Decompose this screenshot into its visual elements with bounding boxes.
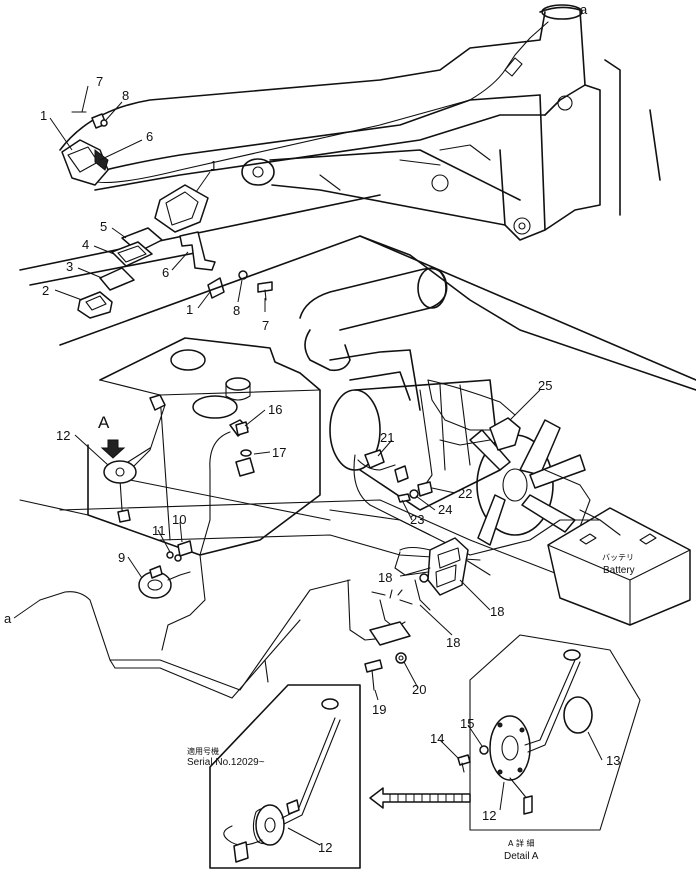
callout-17: 17 [272,445,286,460]
wire-harness-top [84,21,549,184]
relay-box [394,537,491,611]
bolt-19-washer-20 [364,652,407,691]
work-lamp-exploded [77,184,273,319]
view-a-marker: A [98,413,110,432]
callout-10: 10 [172,512,186,527]
leader-lines [13,85,603,846]
callout-5: 5 [100,219,107,234]
lower-harness [39,419,413,699]
serial-label-jp: 適用号機 [187,746,219,756]
callout-16: 16 [268,402,282,417]
detail-a-label-en: Detail A [504,851,539,862]
callout-25: 25 [538,378,552,393]
callout-12-detail: 12 [482,808,496,823]
ref-a-top: a [580,2,588,17]
callout-3: 3 [66,259,73,274]
callout-2: 2 [42,283,49,298]
work-lamp-upper [61,111,109,186]
callout-15: 15 [460,716,474,731]
callout-4: 4 [82,237,89,252]
callout-7-mid: 7 [262,318,269,333]
hydraulic-cylinder [241,144,521,226]
battery: バッテリ Battery [547,507,691,626]
switch-9 [138,565,191,599]
detail-a-sender [457,634,641,831]
callout-8-top: 8 [122,88,129,103]
callout-23: 23 [410,512,424,527]
serial-variant-box: 適用号機 Serial No.12029~ [187,684,361,869]
fuel-sender-main [100,439,151,484]
callout-18-right: 18 [490,604,504,619]
callout-1-mid: 1 [210,158,217,173]
battery-label-jp: バッテリ [602,553,634,562]
callout-8-mid: 8 [233,303,240,318]
callout-12-serial: 12 [318,840,332,855]
callout-9: 9 [118,550,125,565]
callout-6-top: 6 [146,129,153,144]
callout-numbers: 7 8 1 6 1 5 4 3 2 6 1 8 7 A 12 16 17 21 … [4,2,620,862]
callout-18-left: 18 [378,570,392,585]
callout-1-top: 1 [40,108,47,123]
detail-a-label-jp: A 詳 細 [508,838,535,848]
small-fasteners [166,421,269,683]
callout-24: 24 [438,502,452,517]
callout-13: 13 [606,753,620,768]
callout-20: 20 [412,682,426,697]
serial-label-en: Serial No.12029~ [187,757,265,768]
ref-a-left: a [4,611,12,626]
callout-19: 19 [372,702,386,717]
callout-22: 22 [458,486,472,501]
callout-12-main: 12 [56,428,70,443]
callout-11: 11 [152,523,166,538]
callout-7-top: 7 [96,74,103,89]
callout-18-low: 18 [446,635,460,650]
view-arrow [369,787,471,809]
callout-14: 14 [430,731,444,746]
callout-6-mid: 6 [162,265,169,280]
fuel-tank [87,337,321,556]
callout-21: 21 [380,430,394,445]
callout-1-low: 1 [186,302,193,317]
battery-label-en: Battery [603,565,635,576]
cooling-fan [469,419,591,546]
